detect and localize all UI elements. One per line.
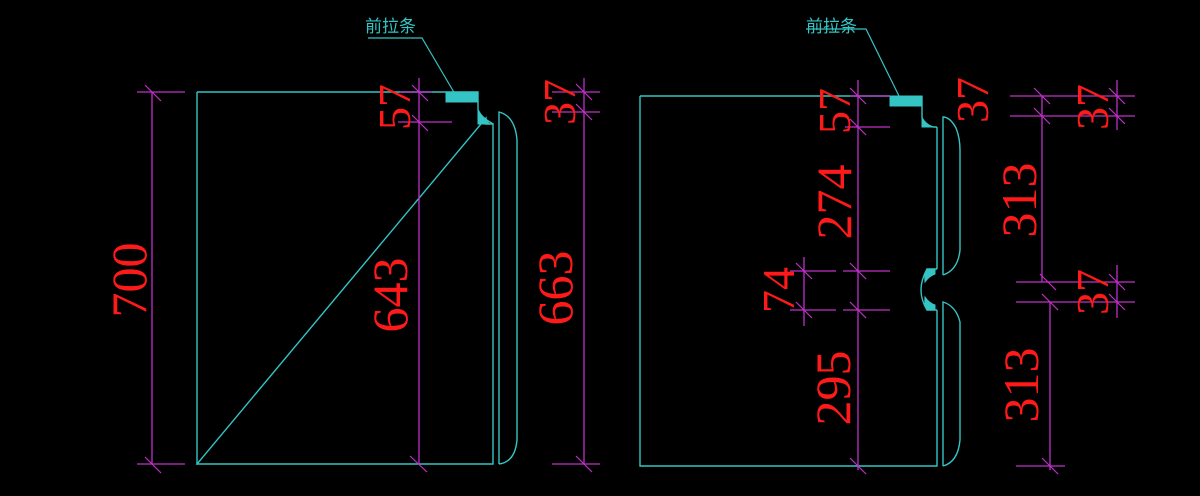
dim-57-tick-top	[411, 84, 429, 102]
tick-i	[1108, 293, 1126, 311]
dim-57-text: 57	[369, 84, 420, 130]
dim-57r-text: 57	[809, 88, 860, 134]
dim-74-tick-bottom	[795, 301, 813, 319]
tick-e	[1041, 457, 1059, 475]
dim-57r-tick-bottom	[849, 118, 867, 136]
dim-313-lower-text: 313	[993, 348, 1049, 423]
dim-274-text: 274	[806, 165, 862, 240]
tick-b	[1033, 107, 1051, 125]
dim-57-tick-bottom	[411, 114, 429, 132]
dim-700-tick-bottom	[144, 456, 162, 474]
right-upper-door	[942, 116, 961, 276]
right-middle-rail-hatch-bottom	[924, 295, 936, 311]
dim-37-upper-text: 37	[1067, 84, 1118, 130]
tick-f	[1108, 87, 1126, 105]
tick-h	[1108, 273, 1126, 291]
dim-295-tick-top	[849, 301, 867, 319]
left-front-strip-hatch	[445, 91, 479, 103]
dim-274-tick-bottom	[849, 262, 867, 280]
left-callout-leader	[368, 37, 456, 95]
dim-700-text: 700	[101, 243, 157, 318]
right-cabinet-outline	[639, 95, 938, 467]
right-strip-corner-hatch	[921, 116, 934, 128]
dim-700-tick-top	[144, 84, 162, 102]
right-view: 前拉条 57 274 295 74 37	[639, 17, 1135, 475]
tick-g	[1108, 107, 1126, 125]
left-door-outline	[498, 111, 518, 465]
dim-37-lower-text: 37	[1067, 269, 1118, 315]
dim-313-upper-text: 313	[991, 163, 1047, 238]
dim-37r-door-text: 37	[947, 77, 998, 123]
dim-57r-tick-top	[849, 87, 867, 105]
dim-663-tick-bottom	[575, 455, 593, 473]
dim-663-text: 663	[527, 251, 583, 326]
dim-74-text: 74	[753, 267, 804, 313]
dim-295-tick-bottom	[849, 457, 867, 475]
tick-a	[1033, 87, 1051, 105]
left-strip-corner-hatch	[477, 109, 492, 125]
dim-74-tick-top	[795, 262, 813, 280]
tick-d	[1041, 293, 1059, 311]
dim-643-text: 643	[362, 258, 418, 333]
left-view: 前拉条 700 57 643 37 663	[101, 17, 600, 474]
dim-37-tick-top	[575, 83, 593, 101]
left-callout-label: 前拉条	[365, 17, 416, 37]
right-middle-rail-hatch-top	[924, 268, 936, 284]
right-middle-rail-profile	[920, 268, 937, 311]
right-lower-door	[942, 301, 961, 467]
dim-37-text: 37	[534, 79, 585, 125]
right-callout-label: 前拉条	[806, 17, 857, 37]
right-callout-leader	[806, 28, 901, 99]
dim-37-tick-bottom	[575, 103, 593, 121]
left-cabinet-outline	[195, 91, 494, 465]
tick-c	[1039, 273, 1057, 291]
dim-643-tick-bottom	[409, 455, 428, 473]
dim-295-text: 295	[805, 351, 861, 426]
right-front-strip-hatch	[889, 95, 923, 107]
